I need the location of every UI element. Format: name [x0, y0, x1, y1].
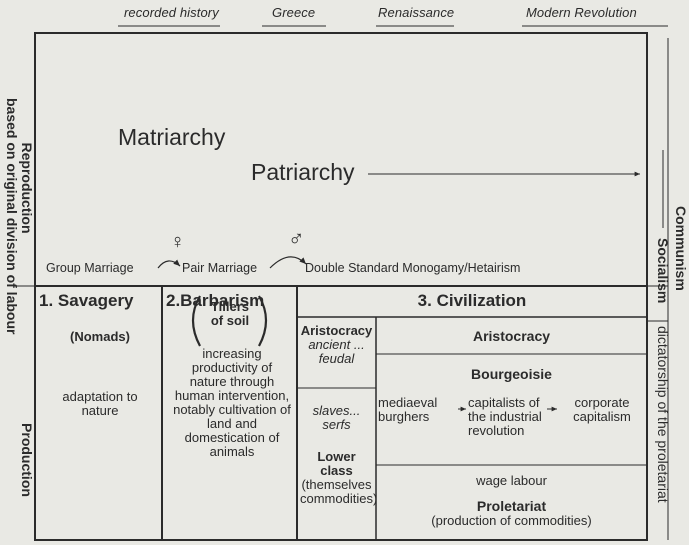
- matriarchy-label: Matriarchy: [118, 124, 226, 150]
- stage-savagery-sub: (Nomads): [70, 329, 130, 344]
- civ-col1-lower-sub: (themselves commodities): [300, 477, 378, 506]
- paren-right: [258, 295, 268, 347]
- side-production: Production: [19, 423, 35, 497]
- timeline-modern-revolution: Modern Revolution: [526, 5, 637, 20]
- marriage-arrow-2: [269, 256, 307, 269]
- side-reproduction: Reproduction based on original division …: [4, 98, 35, 335]
- female-symbol: ♀: [170, 231, 185, 253]
- civ-col2-capitalists: capitalists of the industrial revolution: [468, 395, 542, 438]
- civ-col2-aristocracy: Aristocracy: [472, 328, 551, 344]
- marriage-group: Group Marriage: [46, 261, 134, 275]
- stage-barbarism-title: 2.Barbarism: [166, 291, 265, 310]
- civ-col2-mediaeval: mediaeval burghers: [378, 395, 438, 424]
- patriarchy-label: Patriarchy: [251, 159, 355, 185]
- civ-col1-lower: Lower class: [317, 449, 356, 478]
- stage-savagery-desc: adaptation to nature: [62, 389, 138, 418]
- marriage-pair: Pair Marriage: [182, 261, 258, 275]
- civ-col1-aristocracy-sub: ancient ... feudal: [308, 337, 365, 366]
- civ-col1-slaves: slaves... serfs: [312, 403, 361, 432]
- civ-col2-corporate: corporate capitalism: [573, 395, 631, 424]
- stage-barbarism-sub: Tillers of soil: [210, 299, 250, 328]
- civ-col2-wage: wage labour: [476, 473, 547, 488]
- timeline-renaissance: Renaissance: [378, 5, 455, 20]
- civ-col2-proletariat-sub: (production of commodities): [431, 513, 592, 528]
- marriage-arrow-1: [157, 259, 181, 269]
- marriage-double-standard: Double Standard Monogamy/Hetairism: [305, 261, 521, 275]
- stage-savagery-title: 1. Savagery: [39, 291, 134, 310]
- stage-civilization-title: 3. Civilization: [417, 291, 527, 310]
- side-communism: Communism: [673, 206, 689, 291]
- civ-col2-bourgeoisie: Bourgeoisie: [471, 366, 552, 382]
- timeline-recorded-history: recorded history: [124, 5, 219, 20]
- side-dictatorship: dictatorship of the proletariat: [655, 326, 671, 503]
- stage-barbarism-desc: increasing productivity of nature throug…: [173, 346, 291, 459]
- civ-col1-aristocracy: Aristocracy: [300, 323, 373, 338]
- side-socialism: Socialism: [655, 238, 671, 304]
- paren-left: [191, 295, 201, 347]
- timeline-greece: Greece: [272, 5, 316, 20]
- male-symbol: ♂: [288, 226, 305, 251]
- civ-col2-proletariat: Proletariat: [476, 498, 547, 514]
